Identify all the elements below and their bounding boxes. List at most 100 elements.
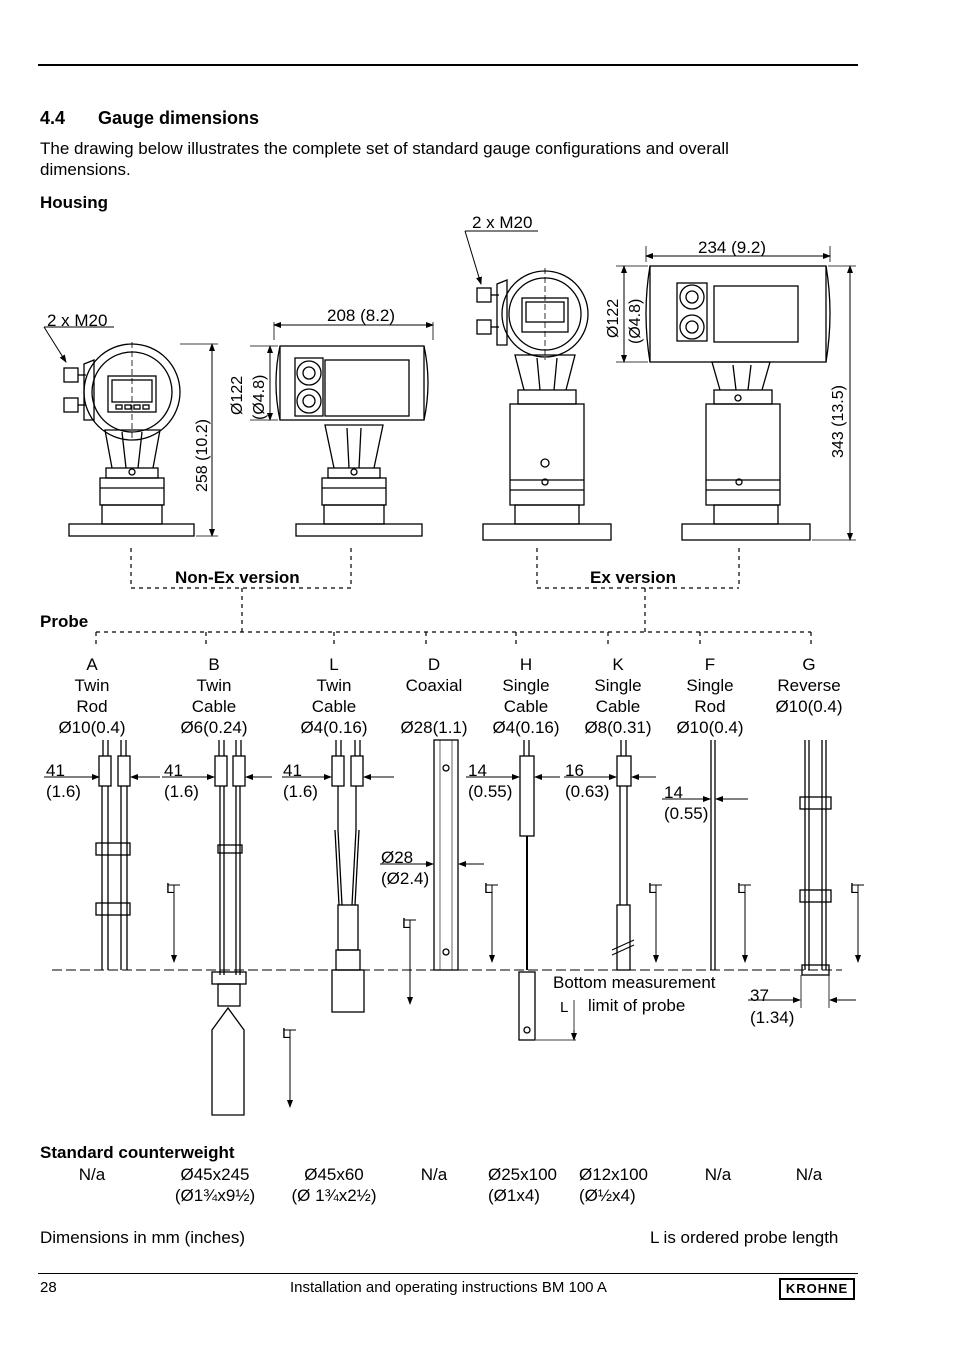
probe-code-l: L [329, 655, 339, 674]
probe-g-reverse [770, 740, 864, 1008]
probe-diameter-b: Ø6(0.24) [180, 718, 248, 737]
probe-code-k: K [612, 655, 624, 674]
ex-side-view [645, 265, 831, 541]
probe-code-h: H [519, 655, 533, 674]
probe-d-coaxial [412, 739, 498, 971]
probe-diameter-h: Ø4(0.16) [492, 718, 560, 737]
counterweight-h-2: (Ø1x4) [488, 1186, 540, 1205]
probe-name-b-2: Cable [191, 697, 237, 716]
probe-name-l-1: Twin [316, 676, 352, 695]
length-symbol-d: L [484, 880, 492, 897]
probe-name-k-2: Cable [595, 697, 641, 716]
housing-dimensions [43, 230, 856, 541]
length-symbol-bottom: L [560, 999, 568, 1016]
probe-diameter-a: Ø10(0.4) [58, 718, 126, 737]
ex-cable-entry: 2 x M20 [472, 213, 533, 232]
dim-l-mm: 41 [283, 761, 302, 780]
dim-g-mm: 37 [750, 986, 769, 1005]
probe-name-a-2: Rod [76, 697, 108, 716]
probe-code-g: G [802, 655, 816, 674]
ex-length: 234 (9.2) [698, 238, 767, 257]
length-symbol-a: L [166, 880, 174, 897]
footer-title: Installation and operating instructions … [290, 1279, 607, 1296]
non-ex-front-view [63, 342, 195, 537]
probe-h-single-cable [482, 740, 577, 1041]
probe-name-g-1: Reverse [777, 676, 841, 695]
length-symbol-f: L [737, 880, 745, 897]
probe-l-twin-cable [296, 740, 416, 1013]
dim-k-mm: 16 [565, 761, 584, 780]
counterweight-k-1: Ø12x100 [579, 1165, 648, 1184]
counterweight-d: N/a [420, 1165, 448, 1184]
counterweight-a: N/a [78, 1165, 106, 1184]
ex-height: 343 (13.5) [830, 385, 847, 458]
probe-b-twin-cable [178, 740, 296, 1116]
non-ex-cable-entry: 2 x M20 [47, 311, 108, 330]
dim-k-in: (0.63) [565, 782, 610, 801]
probe-name-h-2: Cable [503, 697, 549, 716]
counterweight-l-1: Ø45x60 [304, 1165, 364, 1184]
counterweight-b-2: (Ø1¾x9½) [174, 1186, 256, 1205]
bottom-limit-line-1: Bottom measurement [553, 973, 716, 992]
probe-name-a-1: Twin [74, 676, 110, 695]
length-symbols: L L L L L L L L [166, 880, 858, 1042]
non-ex-diameter-mm: Ø122 [229, 376, 246, 415]
dim-h-in: (0.55) [468, 782, 513, 801]
counterweight-k-2: (Ø½x4) [579, 1186, 636, 1205]
non-ex-version-label: Non-Ex version [175, 568, 300, 587]
dim-l-in: (1.6) [283, 782, 318, 801]
dim-h-mm: 14 [468, 761, 487, 780]
dimensions-note: Dimensions in mm (inches) [40, 1228, 245, 1247]
probe-name-d-1: Coaxial [405, 676, 463, 695]
ex-front-view [476, 268, 612, 541]
probe-code-b: B [208, 655, 220, 674]
probe-diameter-d: Ø28(1.1) [400, 718, 468, 737]
probe-heading: Probe [40, 612, 89, 631]
length-symbol-k: L [648, 880, 656, 897]
length-symbol-l: L [402, 915, 410, 932]
krohne-logo: KROHNE [779, 1278, 855, 1300]
rotated-dimension-labels: Ø122 (Ø4.8) 258 (10.2) Ø122 (Ø4.8) 343 (… [194, 299, 847, 492]
dim-d-mm: Ø28 [381, 848, 414, 867]
counterweight-g: N/a [795, 1165, 823, 1184]
dim-a-mm: 41 [46, 761, 65, 780]
page-number: 28 [40, 1279, 57, 1296]
dim-b-mm: 41 [164, 761, 183, 780]
length-symbol-g: L [850, 880, 858, 897]
probe-k-single-cable [580, 740, 662, 971]
probe-a-twin-rod [58, 740, 180, 970]
dim-b-in: (1.6) [164, 782, 199, 801]
housing-heading: Housing [40, 193, 108, 212]
intro-line-1: The drawing below illustrates the comple… [40, 139, 729, 158]
dim-f-mm: 14 [664, 783, 683, 802]
version-connectors [95, 548, 812, 648]
dim-f-in: (0.55) [664, 804, 709, 823]
dim-d-in: (Ø2.4) [381, 869, 430, 888]
counterweight-heading: Standard counterweight [40, 1143, 235, 1162]
section-number: 4.4 [40, 108, 66, 128]
counterweight-h-1: Ø25x100 [488, 1165, 557, 1184]
counterweight-f: N/a [704, 1165, 732, 1184]
probe-name-k-1: Single [594, 676, 642, 695]
probe-diameter-f: Ø10(0.4) [676, 718, 744, 737]
non-ex-diameter-in: (Ø4.8) [251, 375, 268, 420]
probe-diameter-l: Ø4(0.16) [300, 718, 368, 737]
dim-a-in: (1.6) [46, 782, 81, 801]
non-ex-length: 208 (8.2) [327, 306, 396, 325]
intro-line-2: dimensions. [40, 160, 131, 179]
probe-code-a: A [86, 655, 98, 674]
probe-name-b-1: Twin [196, 676, 232, 695]
length-symbol-b: L [282, 1025, 290, 1042]
probe-name-f-1: Single [686, 676, 734, 695]
bottom-limit-line-2: limit of probe [588, 996, 686, 1015]
ex-version-label: Ex version [590, 568, 676, 587]
dim-g-in: (1.34) [750, 1008, 795, 1027]
probe-name-l-2: Cable [311, 697, 357, 716]
non-ex-height: 258 (10.2) [194, 419, 211, 492]
probe-f-single-rod [680, 740, 751, 970]
probe-code-d: D [427, 655, 441, 674]
section-title: Gauge dimensions [98, 108, 260, 128]
ex-diameter-in: (Ø4.8) [627, 299, 644, 344]
counterweight-b-1: Ø45x245 [180, 1165, 250, 1184]
